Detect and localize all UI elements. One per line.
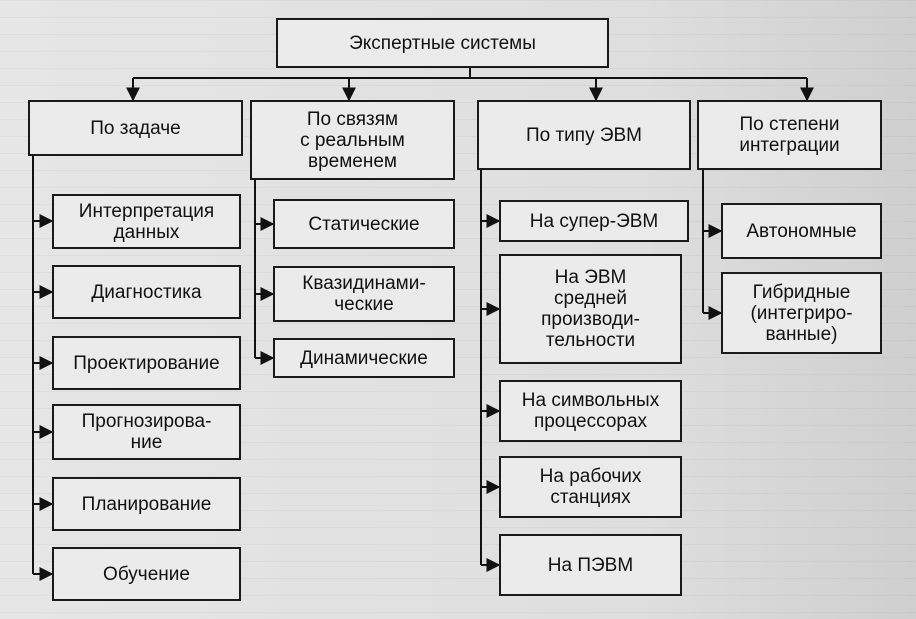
item-label: Планирование <box>81 493 212 515</box>
column-header-label: По связям с реальным временем <box>300 108 405 172</box>
item-label: На супер-ЭВМ <box>529 210 659 232</box>
root-box: Экспертные системы <box>276 18 609 68</box>
item-box: Динамические <box>273 338 455 378</box>
root-label: Экспертные системы <box>349 32 536 54</box>
item-label: На ЭВМ средней производи- тельности <box>541 267 640 351</box>
item-label: Квазидинами- ческие <box>302 273 426 315</box>
item-label: На рабочих станциях <box>539 466 642 508</box>
column-header-box: По типу ЭВМ <box>477 100 691 170</box>
item-label: Интерпретация данных <box>78 200 215 243</box>
item-label: Статические <box>308 213 420 235</box>
item-box: На символьных процессорах <box>499 380 682 442</box>
item-box: На ПЭВМ <box>499 534 682 596</box>
item-label: Прогнозирова- ние <box>81 411 212 453</box>
item-label: На ПЭВМ <box>547 554 634 576</box>
item-label: Гибридные (интегриро- ванные) <box>750 281 853 345</box>
column-header-box: По степени интеграции <box>697 100 882 170</box>
item-label: Диагностика <box>91 281 202 303</box>
item-box: На супер-ЭВМ <box>499 200 689 242</box>
item-box: Обучение <box>52 547 241 601</box>
item-label: Динамические <box>300 347 428 369</box>
item-box: Интерпретация данных <box>52 194 241 249</box>
item-box: На рабочих станциях <box>499 456 682 518</box>
column-header-box: По связям с реальным временем <box>250 100 455 180</box>
item-box: Прогнозирова- ние <box>52 404 241 460</box>
item-label: На символьных процессорах <box>521 390 660 432</box>
item-box: Автономные <box>721 203 882 259</box>
item-box: Квазидинами- ческие <box>273 266 455 322</box>
item-box: Диагностика <box>52 265 241 319</box>
column-header-label: По задаче <box>90 117 181 139</box>
item-label: Обучение <box>103 563 190 585</box>
column-header-box: По задаче <box>28 100 243 156</box>
item-label: Проектирование <box>73 352 220 374</box>
item-box: На ЭВМ средней производи- тельности <box>499 254 682 364</box>
item-box: Гибридные (интегриро- ванные) <box>721 272 882 354</box>
item-label: Автономные <box>746 220 857 242</box>
item-box: Планирование <box>52 477 241 531</box>
item-box: Проектирование <box>52 336 241 390</box>
item-box: Статические <box>273 199 455 249</box>
column-header-label: По типу ЭВМ <box>525 124 643 146</box>
column-header-label: По степени интеграции <box>739 114 840 156</box>
